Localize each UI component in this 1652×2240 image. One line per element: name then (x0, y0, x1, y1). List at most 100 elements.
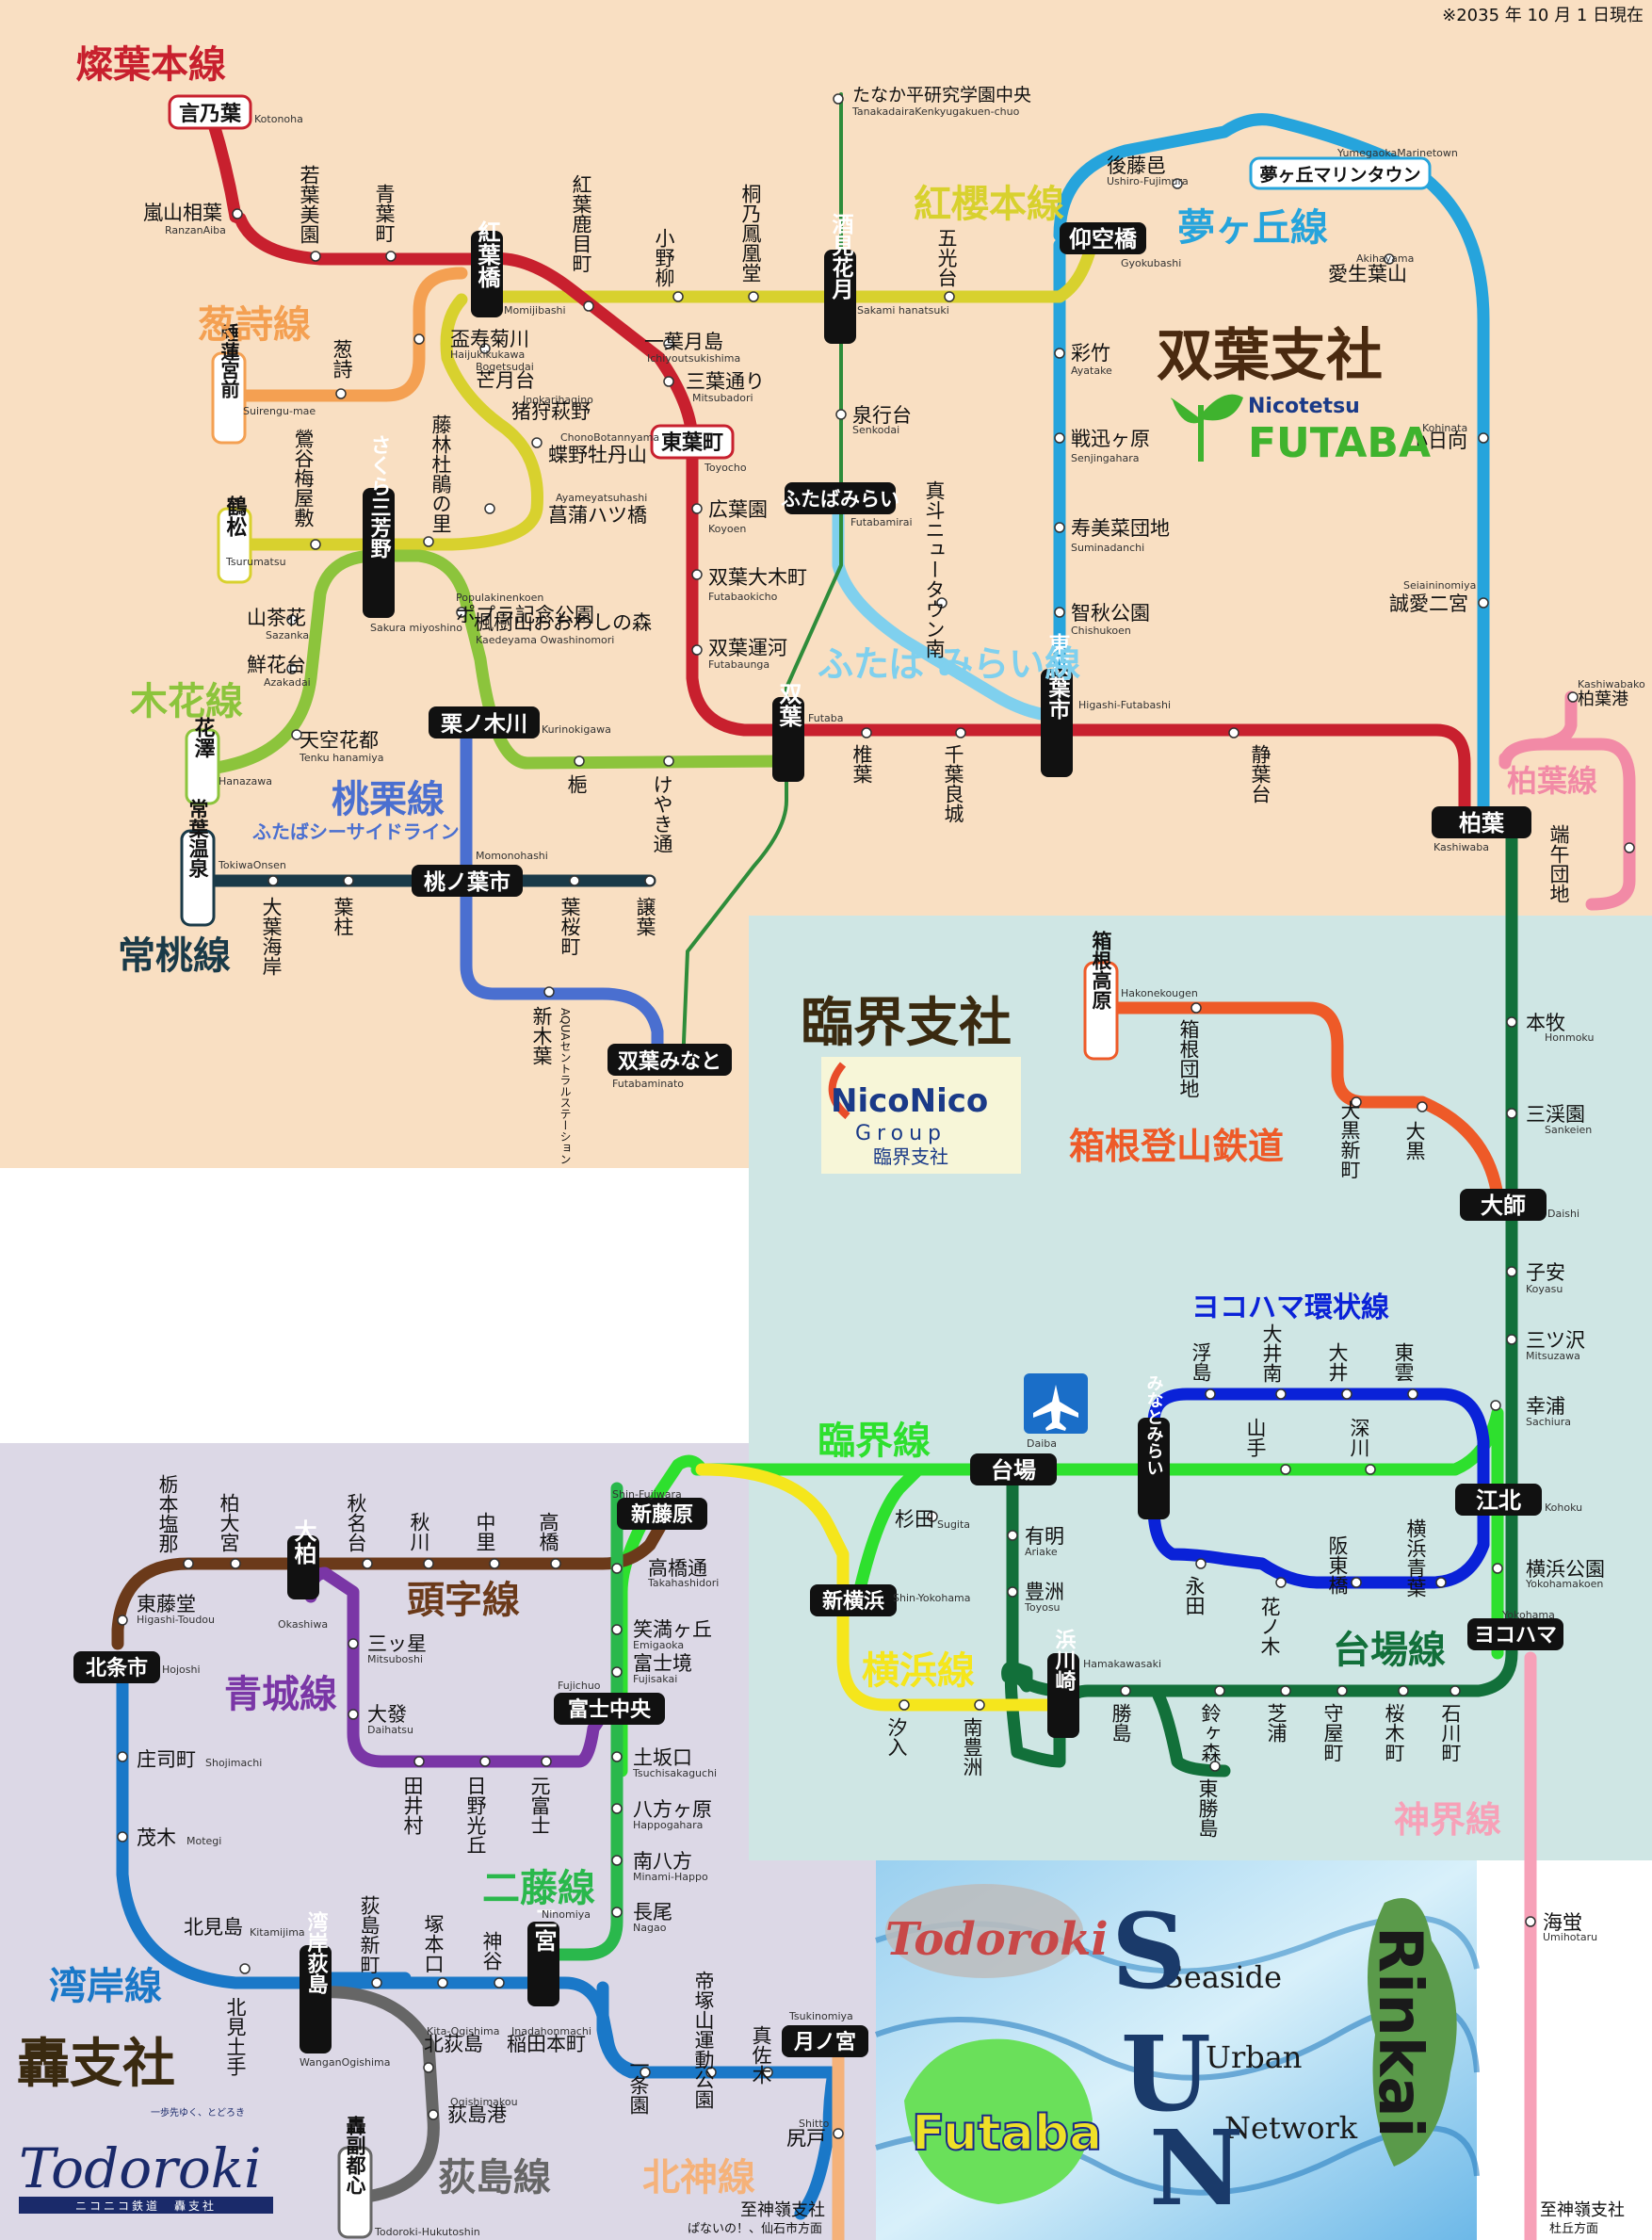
linename-hakone: 箱根登山鉄道 (1069, 1126, 1284, 1167)
svg-text:二宮: 二宮 (530, 1907, 557, 1952)
ro-azakadai: Azakadai (264, 676, 311, 689)
label-tenku: 天空花都 (300, 729, 379, 752)
ro-hamakawasaki: Hamakawasaki (1083, 1658, 1161, 1670)
ro-kurinoki: Kurinokigawa (542, 723, 611, 736)
label-hazakura: 葉桜町 (559, 897, 581, 956)
station-wanganogi[interactable]: 湾岸荻島 (300, 1910, 332, 2053)
label-inadahon: 稲田本町 (507, 2033, 586, 2055)
station-hukutoshin[interactable]: 轟副都心 (337, 2115, 373, 2239)
label-hakonedanchi: 箱根団地 (1177, 1019, 1200, 1098)
ro-sachiura: Sachiura (1526, 1416, 1571, 1428)
svg-text:北条市: 北条市 (86, 1656, 148, 1680)
station-futaba[interactable]: 双葉 (772, 682, 804, 782)
line-yokohama (695, 1463, 1061, 1712)
station-momonoha[interactable]: 桃ノ葉市 (412, 865, 523, 897)
station-tsurumatsu[interactable]: 鶴松 (217, 495, 252, 584)
station-hojoshi[interactable]: 北条市 (73, 1651, 160, 1683)
ro-koyasu: Koyasu (1526, 1283, 1563, 1295)
label-daihatsu: 大發 (367, 1703, 407, 1726)
ro-honmoku: Honmoku (1545, 1031, 1594, 1044)
station-shinyokohama[interactable]: 新横浜 (810, 1584, 897, 1616)
station-futabamirai[interactable]: ふたばみらい (781, 482, 899, 514)
ro-gyokubashi: Gyokubashi (1121, 257, 1181, 269)
station-hanazawa[interactable]: 花澤 (185, 716, 220, 805)
label-oiminami: 大井南 (1260, 1323, 1283, 1383)
station-shinfujiwara[interactable]: 新藤原 (617, 1498, 707, 1530)
station-sakami[interactable]: 酒見花月 (824, 213, 856, 344)
ro-daihatsu: Daihatsu (367, 1724, 413, 1736)
station-fujichuo[interactable]: 富士中央 (554, 1693, 665, 1725)
label-ogishimako: 荻島港 (447, 2103, 507, 2126)
label-sazanka: 山茶花 (247, 607, 306, 629)
label-shitto: 尻戸 (786, 2127, 826, 2150)
station-yumemarine[interactable]: 夢ヶ丘マリンタウン (1249, 156, 1432, 190)
ro-hukutoshin: Todoroki-Hukutoshin (374, 2226, 480, 2238)
station-kurinoki[interactable]: 栗ノ木川 (429, 706, 540, 739)
station-kouyou[interactable]: 紅葉橋 (471, 219, 503, 317)
label-daikoku: 大黒 (1403, 1121, 1426, 1161)
station-toyocho[interactable]: 東葉町 (650, 424, 735, 460)
station-suirengu[interactable]: 睡蓮宮前 (211, 323, 247, 445)
ro-popura: Populakinenkoen (456, 592, 543, 604)
ro-mitsubadori: Mitsubadori (692, 392, 753, 404)
futaba-logo-bottom: FUTABA (1248, 419, 1431, 467)
linename-tekijima: 荻島線 (438, 2156, 551, 2199)
svg-text:大師: 大師 (1481, 1193, 1526, 1219)
ro-futabamirai: Futabamirai (850, 516, 913, 528)
station-sakura[interactable]: さくら三芳野 (363, 434, 395, 618)
ro-ogishimako: Ogishimakou (450, 2096, 518, 2108)
svg-text:東双葉市: 東双葉市 (1045, 633, 1072, 720)
label-gokoudai: 五光台 (935, 228, 958, 287)
linename-touritsu: 桃栗線 (332, 778, 445, 821)
svg-text:常葉温泉: 常葉温泉 (186, 798, 210, 878)
label-suzugamori: 鈴ヶ森 (1199, 1703, 1222, 1762)
art-network: Network (1224, 2110, 1358, 2146)
station-ninomiya[interactable]: 二宮 (527, 1907, 559, 2006)
svg-text:双葉みなと: 双葉みなと (618, 1050, 721, 1074)
label-daikokushin: 大黒新町 (1338, 1100, 1361, 1179)
ro-kitamijima: Kitamijima (250, 1926, 305, 1939)
art-todoroki: Todoroki (885, 1913, 1109, 1966)
svg-text:酒見花月: 酒見花月 (828, 213, 855, 300)
station-tsukinomiya[interactable]: 月ノ宮 (782, 2025, 868, 2057)
line-kashiwaba (1498, 690, 1636, 911)
station-higashifutaba[interactable]: 東双葉市 (1041, 633, 1073, 777)
station-yokohama[interactable]: ヨコハマ (1467, 1618, 1563, 1650)
station-okashiwa[interactable]: 大柏 (287, 1519, 319, 1599)
art-letter-u: U (1121, 2013, 1211, 2134)
station-boxes: 紅葉橋 酒見花月 仰空橋 ふたばみらい さくら三芳野 栗ノ木川 双葉 東双葉市 … (73, 213, 1563, 2057)
label-minamitoyo: 南豊洲 (961, 1717, 983, 1777)
station-hakonekogen[interactable]: 箱根高原 (1083, 930, 1119, 1061)
ro-ninomiya: Ninomiya (542, 1908, 591, 1921)
station-gyokubashi[interactable]: 仰空橋 (1060, 222, 1146, 254)
station-kohoku[interactable]: 江北 (1455, 1484, 1542, 1516)
ro-tenku: Tenku hanamiya (299, 752, 384, 764)
lines-layer (111, 92, 1636, 2240)
label-shinkiba: 新木葉 (530, 1006, 553, 1065)
svg-text:大柏: 大柏 (290, 1519, 316, 1565)
station-daiba[interactable]: 台場 (970, 1453, 1057, 1485)
station-tokiwa[interactable]: 常葉温泉 (180, 798, 216, 927)
label-takahashidori: 高橋通 (648, 1557, 707, 1580)
station-daishi[interactable]: 大師 (1460, 1189, 1547, 1221)
label-tochimoto: 栃本塩那 (156, 1474, 179, 1553)
station-hamakawasaki[interactable]: 浜川崎 (1047, 1629, 1079, 1738)
futaba-sprout-icon (1171, 394, 1243, 462)
label-hapogahara: 八方ヶ原 (633, 1798, 712, 1821)
label-nakazato: 中里 (474, 1512, 496, 1551)
station-kashiwaba[interactable]: 柏葉 (1432, 806, 1531, 838)
station-kotonoha[interactable]: 言乃葉 (168, 94, 252, 130)
dest-shinrei: 至神嶺支社 (1540, 2200, 1625, 2220)
station-minatomirai[interactable]: みなとみらい (1138, 1374, 1170, 1519)
ro-mitsuzawa: Mitsuzawa (1526, 1350, 1580, 1362)
ro-emigaoka: Emigaoka (633, 1639, 684, 1651)
label-kaede: 楓樹山おおわしの森 (474, 611, 652, 634)
art-letter-n: N (1149, 2107, 1244, 2229)
rinkai-logo-main: NicoNico (831, 1082, 988, 1120)
rinkai-logo-group: Group (855, 1122, 947, 1145)
station-futabaminato[interactable]: 双葉みなと (607, 1044, 732, 1076)
rinkai-logo-arc (828, 1062, 850, 1120)
ro-kohoku: Kohoku (1545, 1501, 1582, 1514)
label-shiina: 椎葉 (850, 744, 873, 784)
ro-fujichuo: Fujichuo (558, 1680, 601, 1692)
